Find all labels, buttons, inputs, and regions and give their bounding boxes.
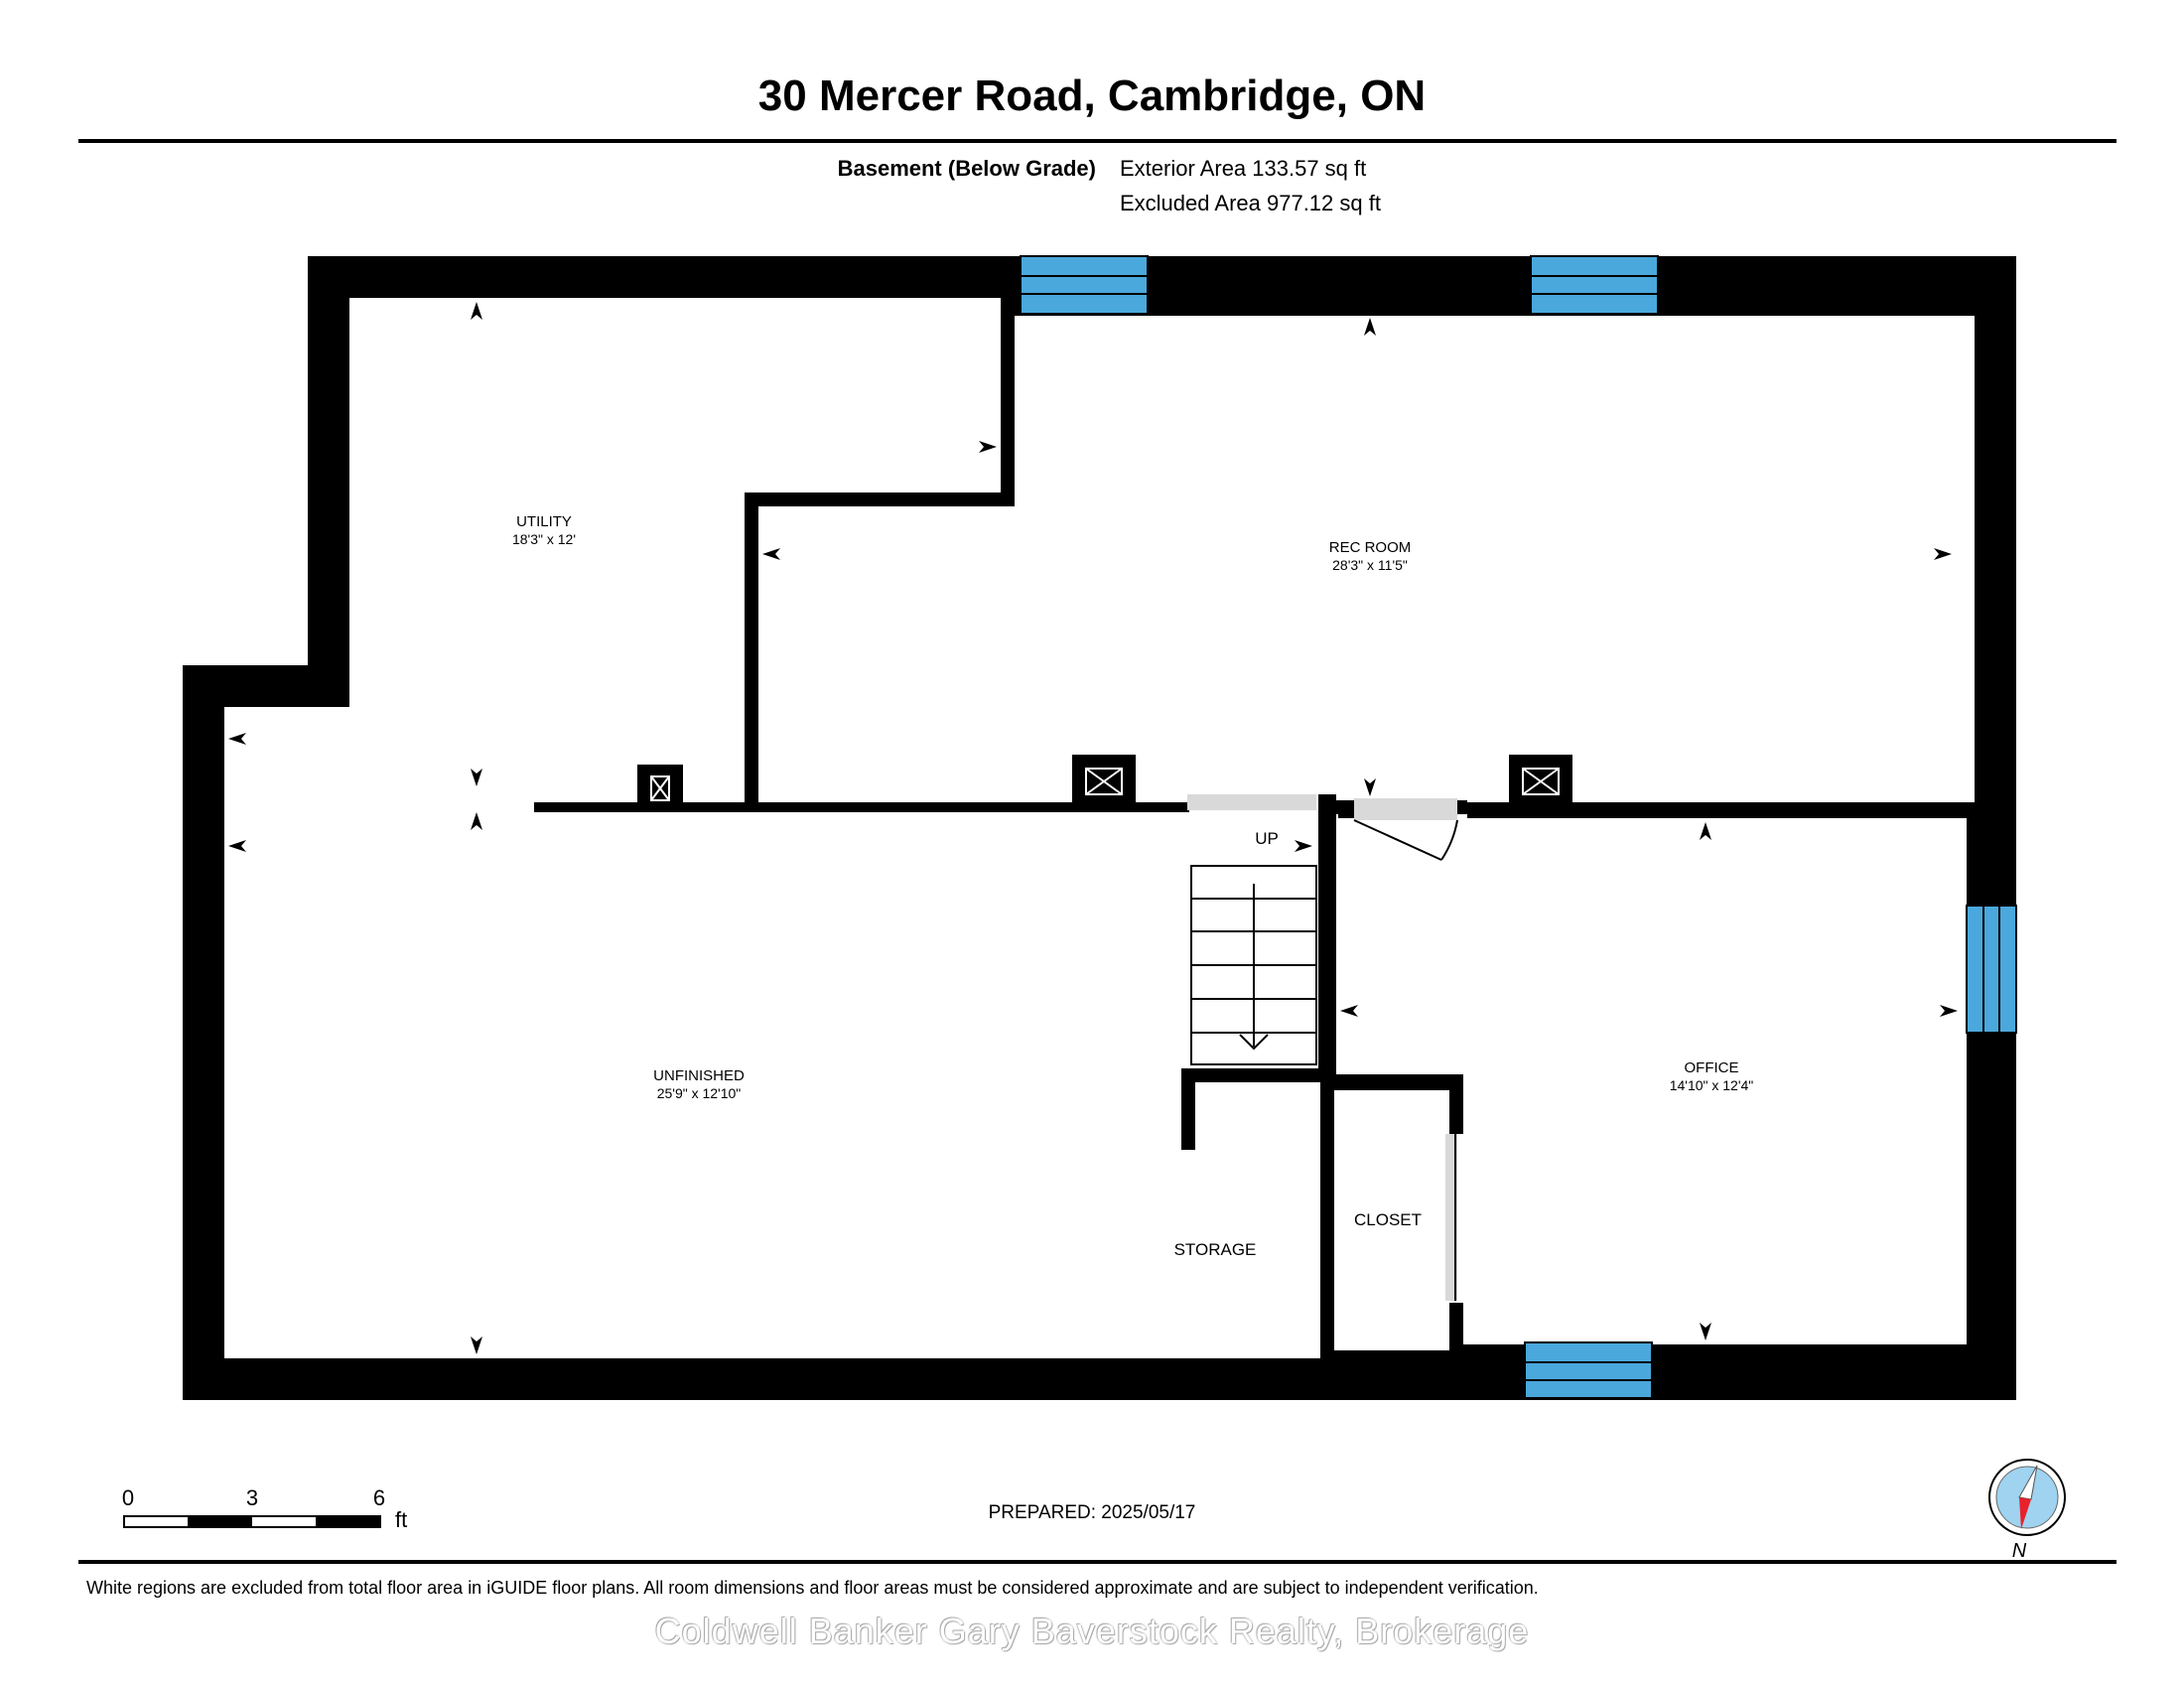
disclaimer: White regions are excluded from total fl… [86,1578,1539,1598]
watermark: Coldwell Banker Gary Baverstock Realty, … [654,1611,1530,1651]
arrow [1364,778,1376,796]
stair-office-wall [1318,794,1336,1078]
scale-unit: ft [395,1507,407,1532]
prepared-date: PREPARED: 2025/05/17 [988,1502,1196,1523]
mid-wall-right [1467,802,1975,818]
arrow [1700,1323,1711,1340]
column-rec-right [1509,755,1572,804]
opening-stairs [1187,794,1316,810]
office-right-wall-thick [1967,818,1979,1358]
arrow [228,733,246,745]
arrow [1700,822,1711,840]
column-utility [637,765,683,808]
outer-walls [183,256,2016,1400]
office-door-swing [1353,819,1458,861]
arrow [1295,840,1312,852]
room-storage-name: STORAGE [1174,1240,1257,1259]
room-office-dims: 14'10" x 12'4" [1670,1077,1754,1093]
utility-rec-divider-upper [1001,298,1015,506]
utility-rec-divider-lower [745,492,758,808]
room-rec-name: REC ROOM [1329,539,1412,556]
room-utility-dims: 18'3" x 12' [512,531,576,547]
arrow [228,840,246,852]
arrow [1364,318,1376,336]
exterior-area: Exterior Area 133.57 sq ft [1120,156,1367,181]
opening-office [1354,798,1457,820]
compass-north-label: N [2012,1540,2027,1562]
windows [1020,255,2017,1399]
stairs-label: UP [1255,829,1279,848]
bottom-divider [78,1560,2116,1564]
closet-right-wall [1449,1074,1463,1134]
arrow [471,812,482,830]
arrow [471,769,482,786]
window-top-right [1530,255,1659,315]
scale-tick-6: 6 [373,1485,385,1510]
window-top-left [1020,255,1149,315]
arrow [1934,548,1952,560]
scale-bar: 0 3 6 ft [122,1485,407,1532]
arrow [1940,1005,1958,1017]
utility-rec-step [745,492,1015,506]
scale-tick-3: 3 [246,1485,258,1510]
measurement-arrows [228,302,1958,1354]
room-rec-dims: 28'3" x 11'5" [1332,557,1408,573]
page-title: 30 Mercer Road, Cambridge, ON [757,71,1427,120]
arrow [762,548,780,560]
outer-wall [183,256,2016,1400]
closet-top-wall [1332,1074,1463,1090]
room-office-name: OFFICE [1685,1059,1739,1076]
arrow [979,441,997,453]
closet-bottom-wall [1334,1350,1463,1364]
mid-wall-door-post [1338,800,1354,818]
top-divider [78,139,2116,143]
arrow [1340,1005,1358,1017]
arrow [471,302,482,320]
column-marks [650,768,1560,801]
column-rec-left [1072,755,1136,804]
window-office-bottom [1524,1341,1653,1399]
interior-walls [534,298,1979,1364]
mid-wall-left [534,802,1189,812]
floor-label: Basement (Below Grade) [837,156,1096,181]
room-utility-name: UTILITY [516,513,572,530]
rec-top-wall-band [1013,298,1975,316]
storage-top-wall [1181,1068,1334,1082]
closet-right-wall-low [1449,1303,1463,1360]
storage-closet-wall [1320,1082,1334,1360]
room-closet-name: CLOSET [1354,1210,1422,1229]
storage-stub-wall [1181,1068,1195,1150]
stairs [1190,865,1317,1065]
arrow [471,1336,482,1354]
window-office-right [1966,905,2017,1034]
excluded-area: Excluded Area 977.12 sq ft [1120,191,1381,215]
compass-icon: N [1988,1459,2066,1562]
room-unfinished-name: UNFINISHED [653,1067,745,1084]
room-unfinished-dims: 25'9" x 12'10" [657,1085,742,1101]
scale-tick-0: 0 [122,1485,134,1510]
